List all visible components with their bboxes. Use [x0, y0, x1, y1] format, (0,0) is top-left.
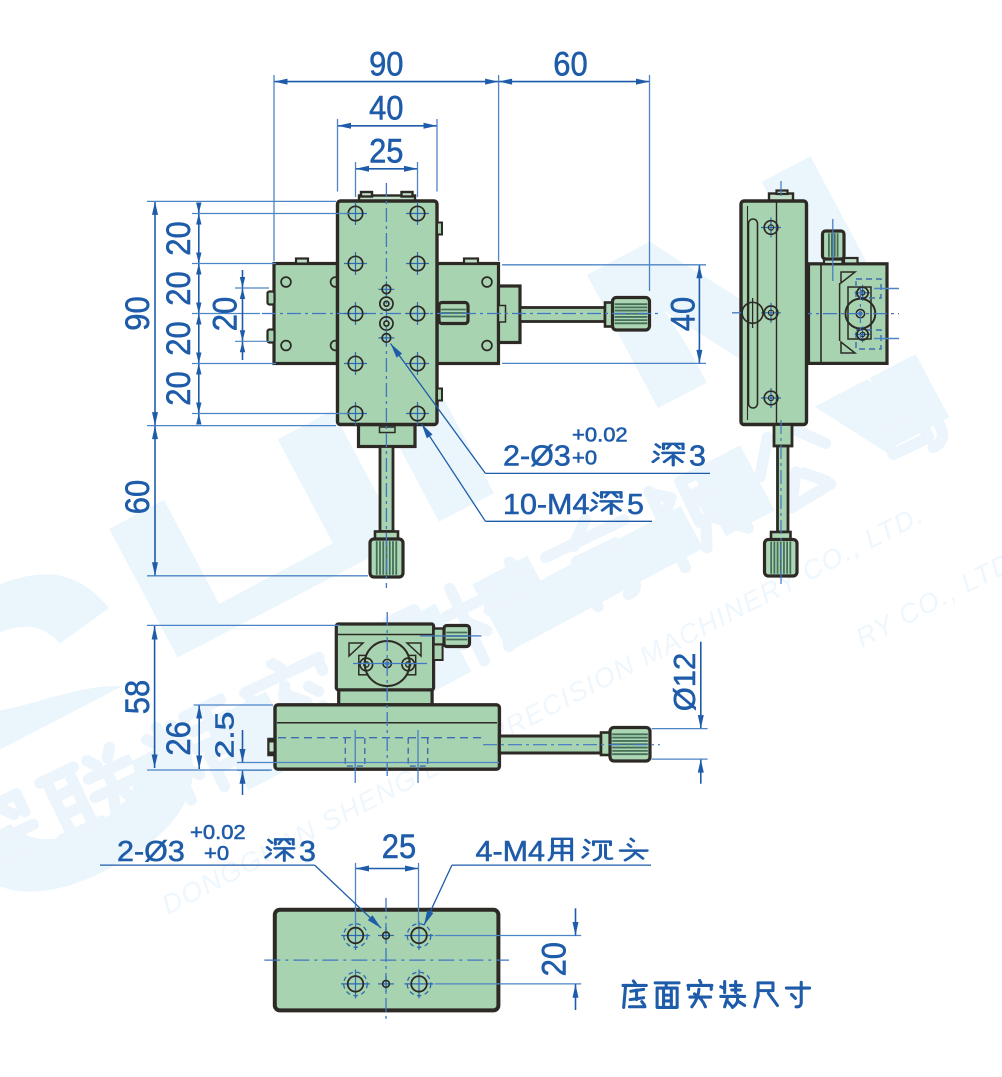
svg-text:20: 20 — [536, 942, 574, 976]
svg-text:20: 20 — [160, 271, 198, 305]
svg-text:20: 20 — [160, 221, 198, 255]
svg-text:20: 20 — [160, 321, 198, 355]
svg-text:20: 20 — [207, 297, 245, 331]
svg-text:2.5: 2.5 — [210, 712, 240, 759]
svg-text:5: 5 — [627, 489, 644, 521]
svg-text:+0.02: +0.02 — [572, 425, 628, 447]
svg-text:+0.02: +0.02 — [190, 822, 246, 844]
svg-text:2-Ø3: 2-Ø3 — [503, 441, 571, 473]
svg-text:20: 20 — [160, 371, 198, 405]
svg-text:26: 26 — [160, 721, 198, 755]
svg-text:25: 25 — [369, 132, 403, 170]
svg-text:3: 3 — [299, 836, 316, 868]
svg-text:3: 3 — [689, 441, 706, 473]
svg-text:+0: +0 — [572, 448, 597, 470]
svg-text:90: 90 — [119, 296, 157, 330]
svg-text:10-M4: 10-M4 — [503, 489, 590, 521]
svg-text:4-M4: 4-M4 — [476, 836, 546, 868]
svg-text:40: 40 — [369, 89, 403, 127]
svg-text:+0: +0 — [204, 843, 229, 865]
svg-text:90: 90 — [369, 45, 403, 83]
svg-text:40: 40 — [665, 297, 703, 331]
svg-text:2-Ø3: 2-Ø3 — [117, 836, 185, 868]
svg-text:60: 60 — [553, 45, 587, 83]
svg-text:25: 25 — [382, 828, 416, 866]
svg-text:58: 58 — [119, 680, 157, 714]
svg-text:60: 60 — [119, 480, 157, 514]
svg-text:Ø12: Ø12 — [667, 653, 702, 712]
